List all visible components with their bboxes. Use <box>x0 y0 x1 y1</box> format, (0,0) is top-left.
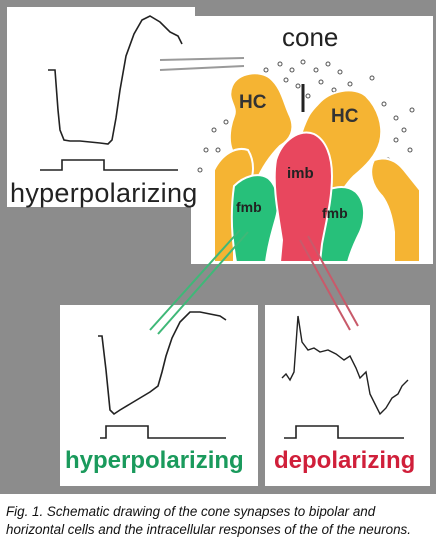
bottom-left-hyperpolarizing-trace <box>98 311 227 416</box>
top-hyperpolarizing-trace <box>48 15 183 145</box>
bottom-right-trace-panel <box>265 305 430 486</box>
connector-line-green <box>157 231 249 335</box>
imb-label: imb <box>287 165 314 182</box>
dendrite-right <box>370 157 421 263</box>
hc-right-label: HC <box>331 106 359 127</box>
cone-label: cone <box>282 22 339 52</box>
invaginating-midget-bipolar <box>273 131 334 263</box>
bottom-left-trace-panel <box>60 305 258 486</box>
bottom-right-stimulus-marker <box>284 425 404 439</box>
bottom-left-trace-label: hyperpolarizing <box>65 447 244 474</box>
connector-line-green <box>149 229 241 331</box>
bottom-left-stimulus-marker <box>100 425 226 439</box>
figure-caption: Fig. 1. Schematic drawing of the cone sy… <box>6 504 411 537</box>
top-trace-panel <box>7 7 195 207</box>
bottom-right-trace-label: depolarizing <box>274 447 416 474</box>
connector-line-red <box>299 239 351 331</box>
connector-line-red <box>307 235 359 327</box>
bottom-right-depolarizing-trace <box>281 315 409 416</box>
hc-left-label: HC <box>239 92 267 113</box>
top-trace-label: hyperpolarizing <box>10 178 198 208</box>
top-stimulus-marker <box>40 159 178 171</box>
flat-midget-bipolar-left <box>230 174 279 263</box>
vesicle-dots <box>197 59 415 173</box>
connector-line <box>159 65 245 71</box>
cone-synapse-diagram: HC HC imb fmb fmb <box>40 15 421 439</box>
fmb-left-label: fmb <box>236 199 262 215</box>
fmb-right-label: fmb <box>322 205 348 221</box>
connector-line <box>159 57 245 61</box>
